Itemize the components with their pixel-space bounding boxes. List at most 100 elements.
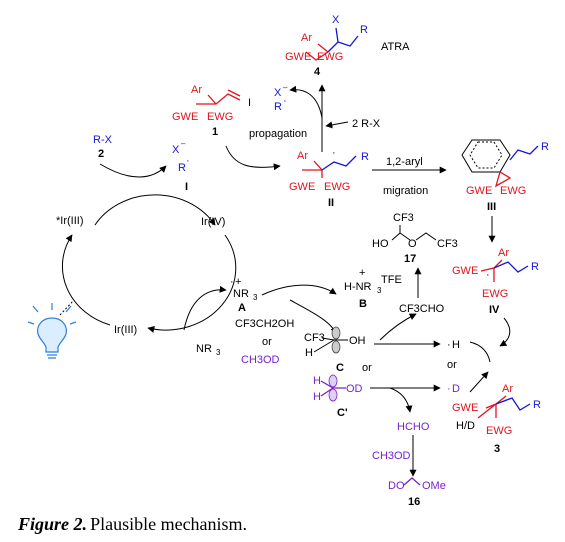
- label-gwe: GWE: [285, 51, 311, 63]
- arrow-rx-to-radical: [99, 163, 167, 178]
- label-rx: R-X: [93, 134, 113, 146]
- label-ewg: EWG: [500, 185, 526, 197]
- label-dot: ·: [283, 95, 287, 107]
- label-plus: +: [235, 276, 241, 288]
- label-hnr3: H-NR: [344, 281, 372, 293]
- label-ir4: Ir(IV): [201, 216, 225, 228]
- label-or: or: [262, 336, 272, 348]
- bond-red: [305, 43, 329, 61]
- label-sub3: 3: [253, 293, 258, 302]
- label-sub3: 3: [216, 348, 221, 357]
- radical-c: CF3 H OH C: [304, 326, 366, 374]
- arrow-from-2-rx: [325, 121, 349, 129]
- label-1: 1: [212, 126, 218, 138]
- label-cf3ch2oh: CF3CH2OH: [235, 318, 294, 330]
- label-ewg: EWG: [317, 51, 343, 63]
- bonds-17: [391, 225, 437, 241]
- label-i-roman: I: [185, 181, 188, 193]
- arrow-d-to-3: [469, 371, 489, 393]
- label-radical-dot: ·: [332, 147, 336, 159]
- label-cf3-b: CF3: [437, 238, 458, 250]
- bond-blue: [495, 397, 531, 411]
- bond-blue: [321, 155, 357, 171]
- arrow-iv-to-3: [499, 317, 511, 347]
- label-ewg: EWG: [207, 111, 233, 123]
- arrow-to-c: [289, 299, 338, 335]
- label-o: O: [408, 238, 417, 250]
- label-minus: –: [283, 83, 288, 92]
- label-xminus: X: [172, 144, 180, 156]
- label-gwe: GWE: [289, 181, 315, 193]
- compound-iii: R GWE EWG III: [461, 139, 549, 213]
- label-cf3: CF3: [304, 332, 325, 344]
- label-ch3od-2: CH3OD: [372, 450, 411, 462]
- label-do: DO: [388, 480, 405, 492]
- label-ome: OMe: [422, 480, 446, 492]
- label-minus: –: [181, 139, 186, 148]
- arrow-c-to-cf3cho: [379, 313, 417, 341]
- label-i-roman: I: [248, 97, 251, 109]
- bond-red: [302, 160, 323, 178]
- label-or: or: [362, 362, 372, 374]
- label-c-prime: C': [337, 407, 348, 419]
- label-ir3-star: *Ir(III): [56, 215, 84, 227]
- label-sub3: 3: [377, 286, 382, 295]
- arrow-a-to-b: [261, 284, 337, 296]
- label-r: R: [531, 261, 539, 273]
- arrow-h-curve: [469, 341, 491, 363]
- compound-17: CF3 HO O CF3 17: [372, 212, 458, 265]
- compound-1: Ar GWE EWG 1: [172, 84, 241, 138]
- bond-blue: [327, 27, 359, 53]
- label-ar: Ar: [498, 247, 509, 259]
- arrow-1-to-ii: [225, 145, 281, 171]
- label-2-rx: 2 R-X: [352, 118, 381, 130]
- label-rdot: R: [274, 101, 282, 113]
- label-dot-h: ·: [447, 339, 451, 351]
- label-r: R: [360, 24, 368, 36]
- compound-ii: Ar R · GWE EWG II: [289, 147, 369, 209]
- label-4: 4: [314, 66, 321, 78]
- label-x: X: [332, 14, 340, 26]
- arrow-ir4-to-a: [183, 285, 227, 331]
- label-nr3-rad: NR: [233, 288, 249, 300]
- label-h: H: [313, 375, 321, 387]
- label-hcho: HCHO: [397, 421, 430, 433]
- label-od: OD: [346, 383, 363, 395]
- label-hdot: H: [452, 339, 460, 351]
- label-dot-d: ·: [447, 383, 451, 395]
- label-2: 2: [98, 148, 104, 160]
- bond-red: [494, 171, 512, 188]
- label-17: 17: [404, 253, 416, 265]
- label-a: A: [238, 302, 246, 314]
- label-ewg: EWG: [324, 181, 350, 193]
- bonds-c-prime: [320, 380, 346, 397]
- label-ewg: EWG: [486, 425, 512, 437]
- label-xminus: X: [274, 87, 282, 99]
- bonds-c: [313, 337, 348, 353]
- bonds-16: [403, 477, 421, 486]
- ring-outer: [461, 139, 511, 173]
- label-16: 16: [408, 496, 420, 508]
- label-gwe: GWE: [452, 402, 478, 414]
- figure-caption: Figure 2. Plausible mechanism.: [17, 514, 247, 534]
- arrow-to-hcho: [389, 387, 413, 413]
- label-hd: H/D: [456, 420, 475, 432]
- label-gwe: GWE: [452, 265, 478, 277]
- label-ddot: D: [452, 383, 460, 395]
- label-nr3: NR: [196, 343, 212, 355]
- label-h: H: [313, 391, 321, 403]
- compound-16: DO OMe 16: [388, 477, 446, 508]
- label-3: 3: [494, 443, 500, 455]
- label-migration-1: 1,2-aryl: [386, 156, 423, 168]
- label-r: R: [533, 399, 541, 411]
- bond-red: [477, 395, 507, 419]
- label-ar: Ar: [301, 32, 312, 44]
- label-r: R: [361, 151, 369, 163]
- radical-c-prime: H H OD C': [313, 374, 363, 419]
- label-r: R: [541, 141, 549, 153]
- label-radical-dot: ·: [486, 269, 490, 281]
- label-dot: ·: [230, 276, 234, 288]
- label-dot: ·: [186, 155, 190, 167]
- label-gwe: GWE: [466, 185, 492, 197]
